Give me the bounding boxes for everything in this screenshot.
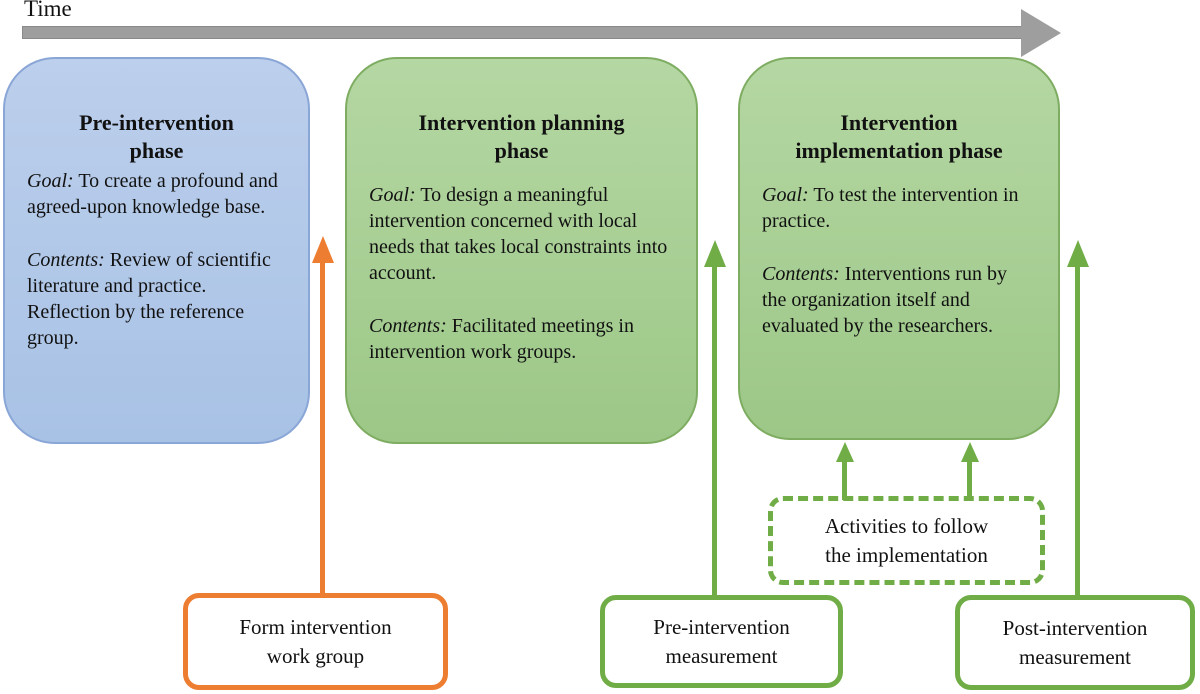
phase-title: Pre-intervention phase: [79, 110, 234, 163]
follow-up-arrow-left-head-icon: [836, 442, 854, 462]
phase-box-intervention-planning: Intervention planning phase Goal: To des…: [345, 57, 698, 444]
form-workgroup-callout: Form intervention work group: [183, 593, 448, 690]
phase-contents: Contents: Interventions run by the organ…: [762, 261, 1036, 339]
pre-measurement-callout: Pre-intervention measurement: [600, 595, 843, 688]
phase-title: Intervention implementation phase: [795, 110, 1003, 163]
phase-contents: Contents: Review of scientific literatur…: [27, 247, 286, 351]
phase-goal: Goal: To test the intervention in practi…: [762, 182, 1036, 234]
activities-note-box: Activities to follow the implementation: [768, 496, 1045, 585]
contents-text: Review of scientific literature and prac…: [27, 249, 271, 349]
goal-text: To create a profound and agreed-upon kno…: [27, 170, 278, 218]
post-measurement-arrow-shaft: [1075, 264, 1080, 597]
phase-goal: Goal: To design a meaningful interventio…: [369, 182, 674, 286]
contents-label: Contents:: [762, 263, 840, 285]
contents-text: Interventions run by the organization it…: [762, 263, 1007, 337]
phase-goal: Goal: To create a profound and agreed-up…: [27, 168, 286, 220]
contents-label: Contents:: [27, 249, 105, 271]
activities-note-label: Activities to follow the implementation: [824, 514, 989, 567]
follow-up-arrow-left-shaft: [842, 459, 847, 500]
form-workgroup-arrow-shaft: [320, 260, 325, 594]
phase-title: Intervention planning phase: [418, 110, 625, 163]
goal-label: Goal:: [27, 170, 74, 192]
time-arrow-head-icon: [1021, 9, 1061, 57]
follow-up-arrow-right-shaft: [967, 459, 972, 500]
goal-label: Goal:: [762, 184, 809, 206]
follow-up-arrow-right-head-icon: [961, 442, 979, 462]
pre-measurement-arrow-head-icon: [704, 240, 726, 267]
contents-label: Contents:: [369, 315, 447, 337]
contents-text: Facilitated meetings in intervention wor…: [369, 315, 634, 363]
goal-label: Goal:: [369, 184, 416, 206]
post-measurement-arrow-head-icon: [1067, 240, 1089, 267]
time-label: Time: [24, 0, 72, 21]
goal-text: To test the intervention in practice.: [762, 184, 1019, 232]
post-measurement-label: Post-intervention measurement: [1002, 616, 1148, 669]
phase-box-pre-intervention: Pre-intervention phase Goal: To create a…: [3, 57, 310, 444]
phase-contents: Contents: Facilitated meetings in interv…: [369, 313, 674, 365]
form-workgroup-label: Form intervention work group: [239, 615, 392, 668]
goal-text: To design a meaningful intervention conc…: [369, 184, 668, 284]
pre-measurement-label: Pre-intervention measurement: [653, 615, 790, 668]
time-arrow-bar: [22, 26, 1022, 39]
phase-box-intervention-implementation: Intervention implementation phase Goal: …: [738, 57, 1060, 440]
pre-measurement-arrow-shaft: [712, 264, 717, 596]
form-workgroup-arrow-head-icon: [312, 236, 334, 263]
post-measurement-callout: Post-intervention measurement: [955, 595, 1195, 690]
